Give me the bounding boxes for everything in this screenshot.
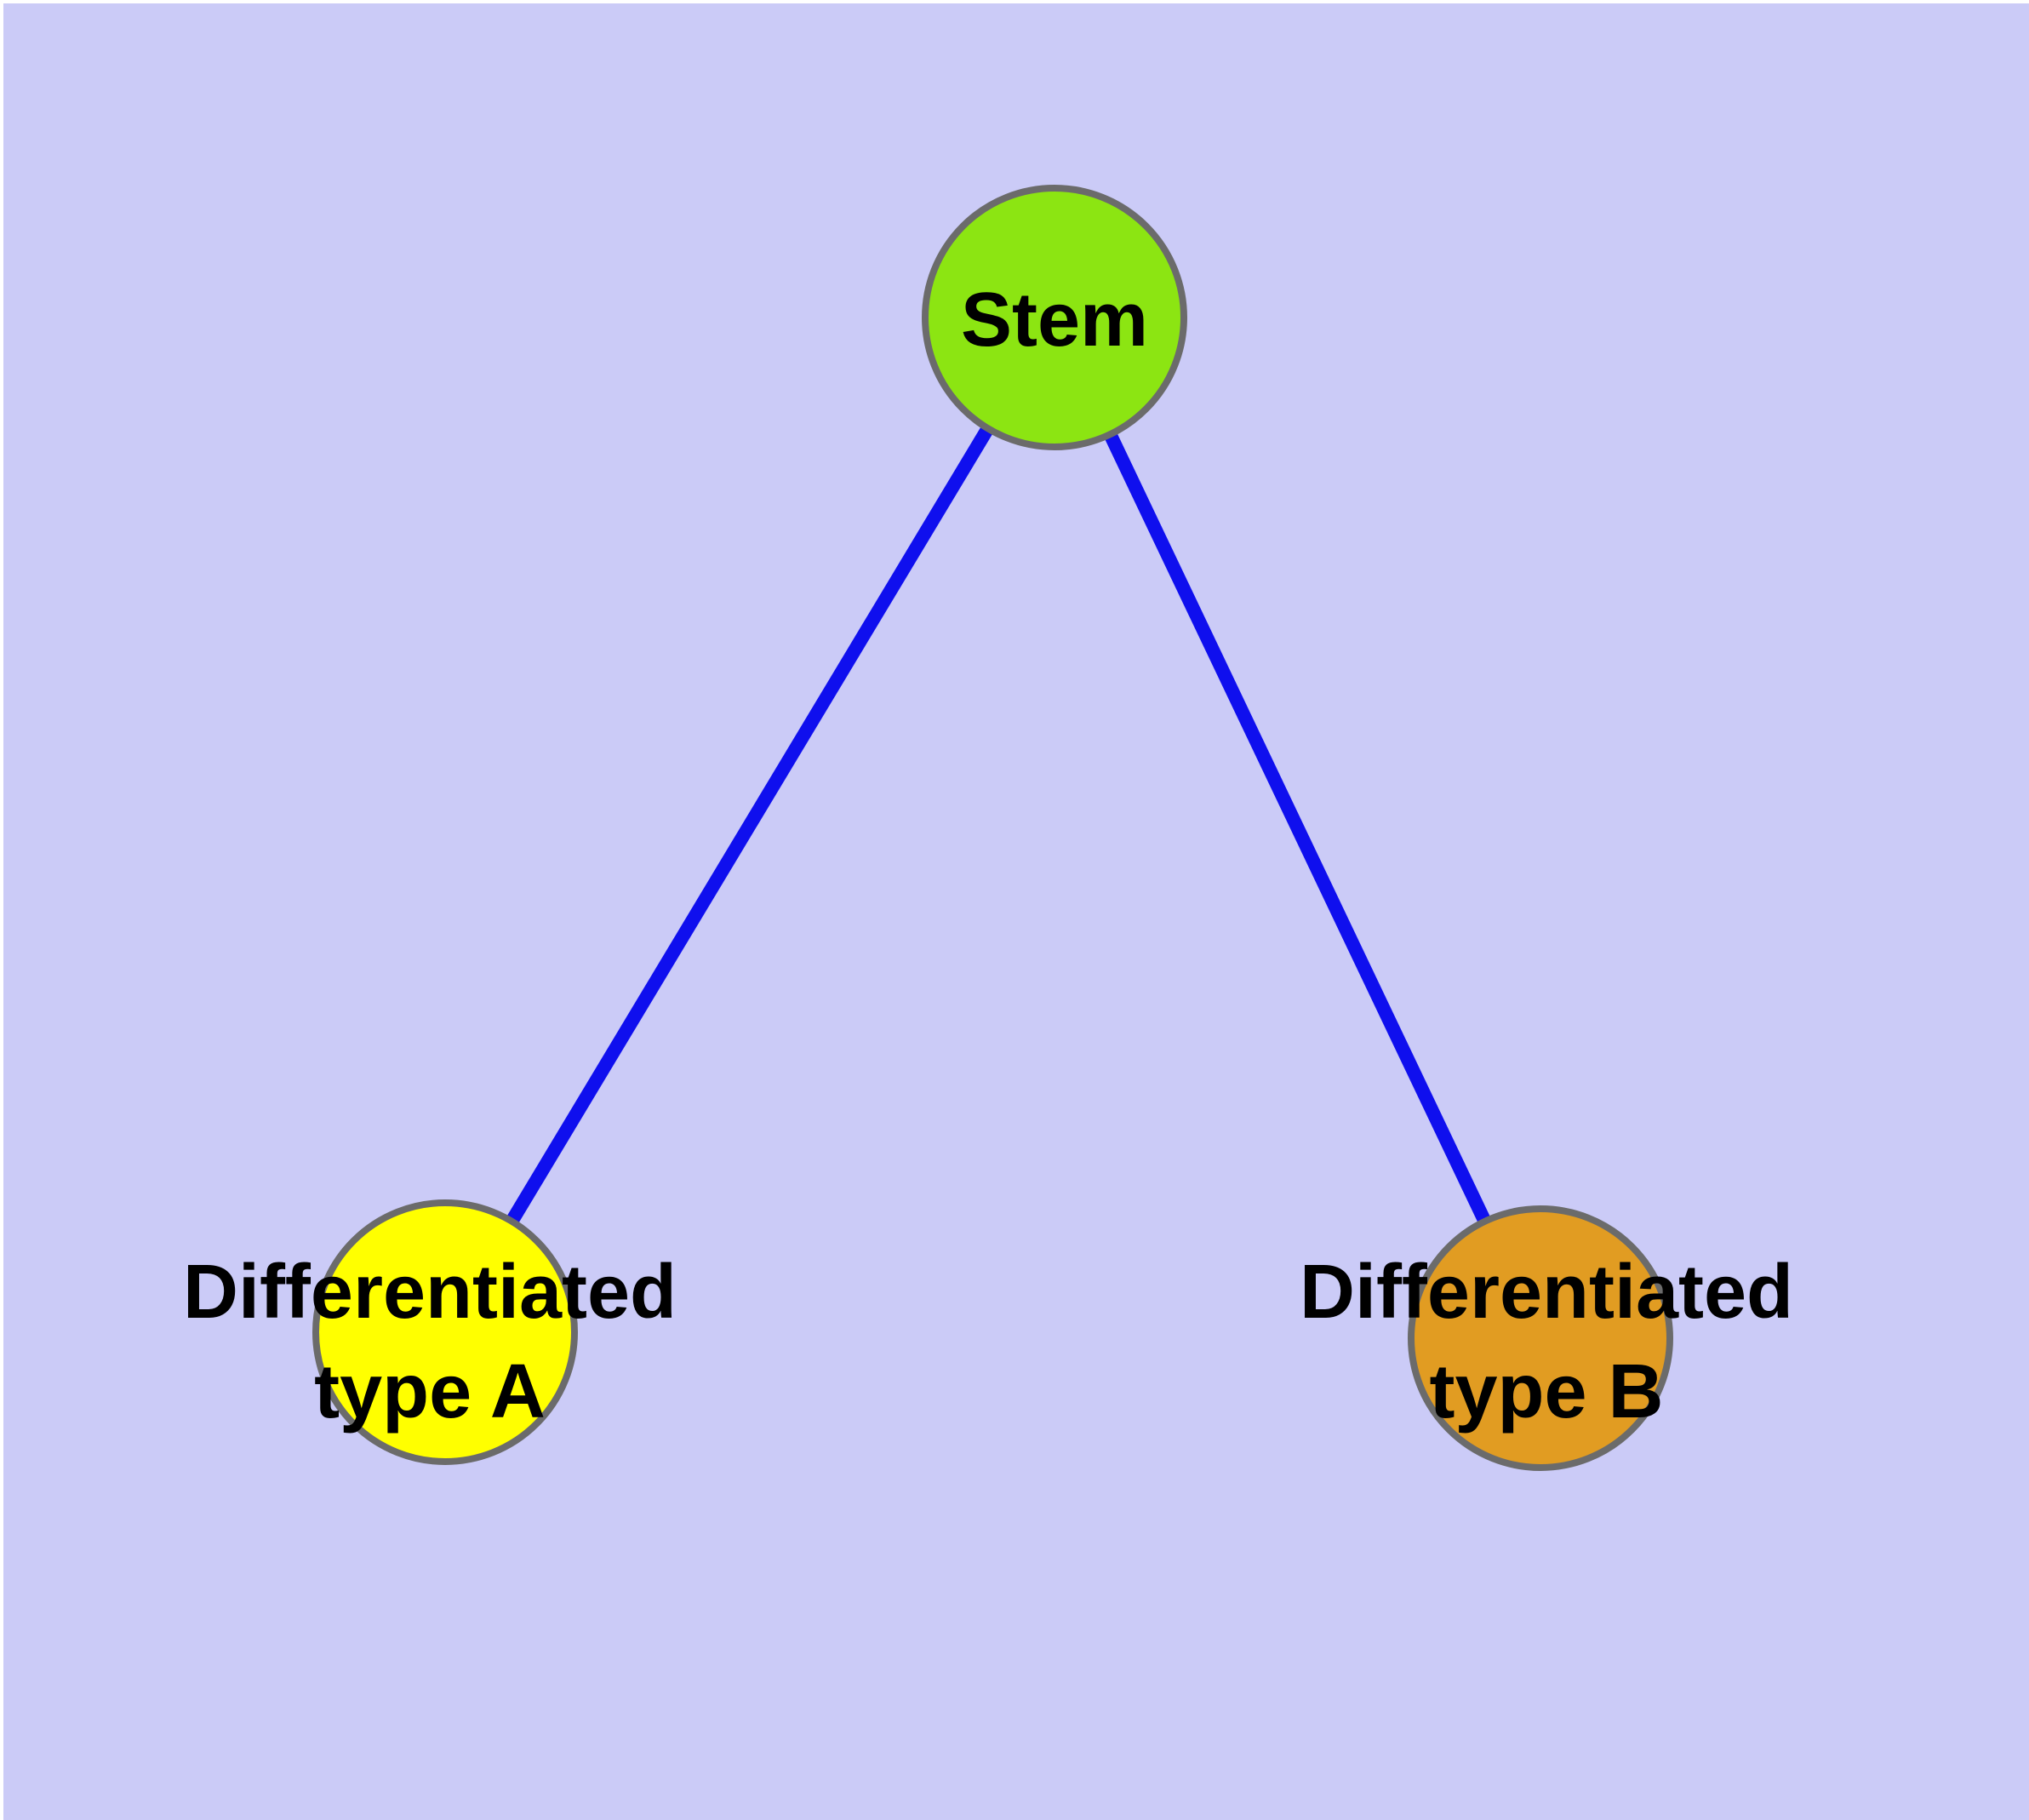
- node-label-stem: Stem: [961, 278, 1148, 363]
- node-label-type-b-line1: Differentiated: [1300, 1250, 1793, 1335]
- node-stem: [922, 185, 1187, 450]
- edge-stem-to-type-b: [1048, 314, 1547, 1342]
- edge-stem-to-type-a: [439, 313, 1060, 1336]
- node-label-type-a-line2: type A: [314, 1349, 546, 1434]
- node-label-type-b-line2: type B: [1429, 1349, 1663, 1434]
- node-differentiated-type-a: [312, 1199, 578, 1465]
- node-differentiated-type-b: [1408, 1205, 1673, 1471]
- node-label-type-a-line1: Differentiated: [183, 1250, 677, 1335]
